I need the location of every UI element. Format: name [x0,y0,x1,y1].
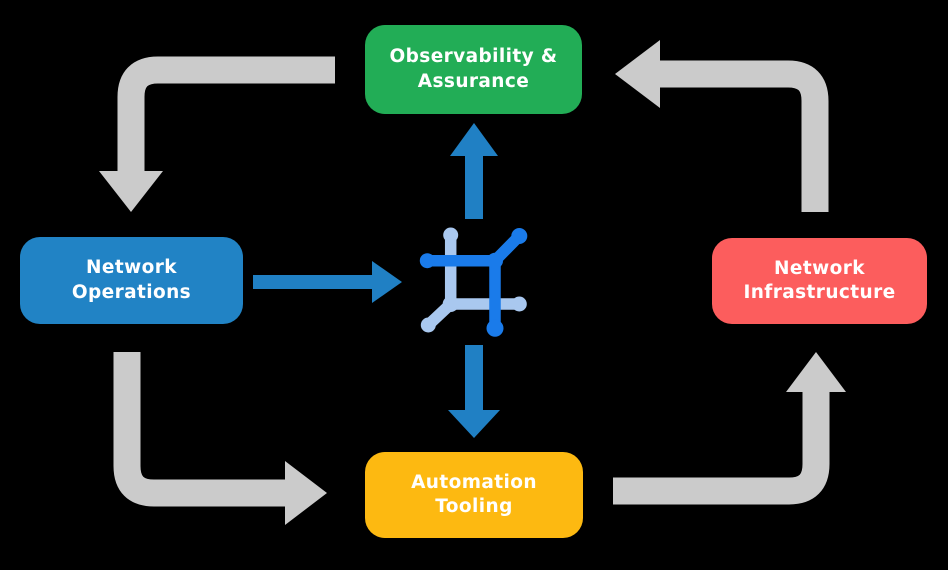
node-label: Automation Tooling [411,471,537,517]
cycle-arrow-bottom-right [613,352,846,505]
cycle-arrow-top-right [615,40,829,212]
cycle-arrow-top-left [99,56,335,212]
node-label: Network Infrastructure [743,257,896,303]
node-observability-assurance: Observability & Assurance [365,25,582,114]
node-label: Network Operations [71,257,192,303]
node-network-infrastructure: Network Infrastructure [712,238,927,324]
node-label: Observability & Assurance [389,46,558,92]
network-mesh-icon [419,227,528,337]
flow-arrow-right [253,261,402,303]
cycle-arrow-bottom-left [113,352,327,525]
flow-arrow-down [448,345,500,438]
node-network-operations: Network Operations [20,237,243,324]
flow-arrow-up [450,123,498,219]
node-automation-tooling: Automation Tooling [365,452,583,538]
